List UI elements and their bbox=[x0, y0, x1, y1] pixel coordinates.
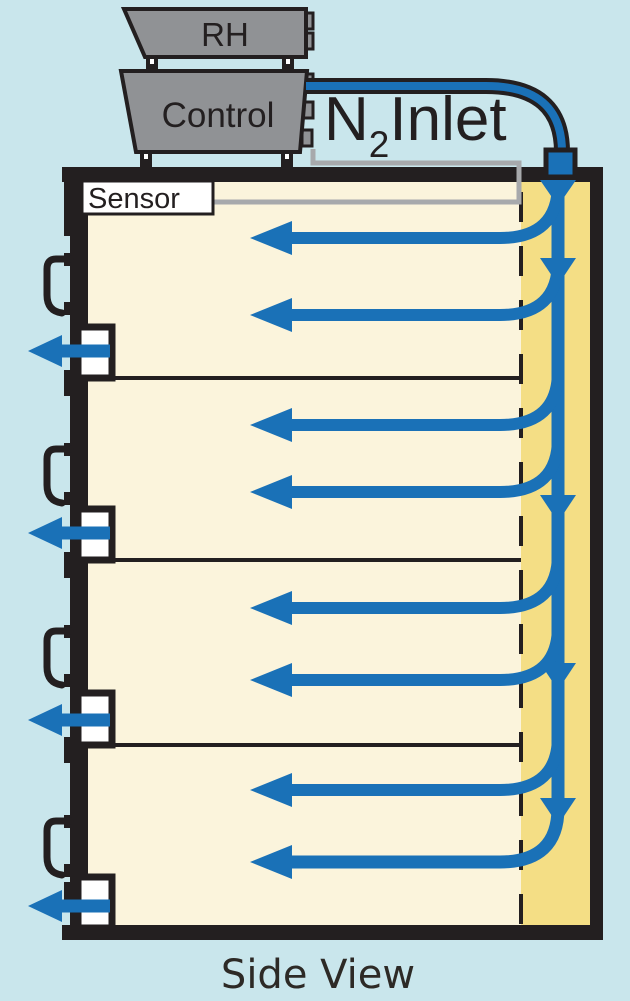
door-handle bbox=[43, 815, 74, 879]
vent-exhaust-arrow bbox=[28, 517, 110, 549]
rh-unit: RH bbox=[120, 7, 315, 71]
control-unit-foot bbox=[281, 152, 293, 168]
n2-supply-tube bbox=[306, 78, 578, 180]
flow-branch bbox=[290, 553, 564, 614]
sensor-label: Sensor bbox=[88, 183, 180, 215]
n2-element-symbol: N bbox=[324, 85, 369, 154]
control-unit: Control bbox=[118, 69, 315, 168]
door-handle bbox=[43, 253, 74, 317]
control-unit-body bbox=[118, 69, 310, 154]
n2-inlet-word: Inlet bbox=[389, 85, 506, 154]
rh-foot-pin bbox=[150, 59, 154, 64]
pipe-arrowhead-down bbox=[540, 495, 576, 522]
cabinet-bottom-wall-extension bbox=[62, 925, 74, 940]
sensor-wire bbox=[213, 149, 522, 205]
n2-inlet-label: N2Inlet bbox=[324, 85, 507, 165]
door-handle bbox=[43, 443, 74, 507]
door-edge-step bbox=[64, 552, 73, 578]
door-edge-step bbox=[64, 370, 73, 396]
cabinet-top-wall-extension bbox=[62, 167, 74, 182]
door-edge-step bbox=[64, 737, 73, 763]
branch-arrowhead bbox=[250, 773, 292, 807]
control-foot-pin bbox=[144, 154, 148, 159]
caption: Side View bbox=[221, 952, 415, 998]
cabinet-interior bbox=[88, 182, 590, 925]
control-unit-foot bbox=[140, 152, 152, 168]
vent-exhaust-arrow bbox=[28, 704, 110, 736]
branch-arrowhead bbox=[250, 591, 292, 625]
rh-unit-body bbox=[120, 7, 308, 59]
door-edge-step bbox=[64, 882, 73, 908]
pipe-arrowhead-down bbox=[540, 180, 576, 206]
flow-branch bbox=[290, 370, 564, 431]
rh-foot-pin bbox=[286, 59, 290, 64]
branch-arrowhead bbox=[250, 298, 292, 332]
door-handle bbox=[43, 625, 74, 689]
pipe-arrowhead-down bbox=[540, 258, 576, 285]
pipe-arrowhead-down bbox=[540, 663, 576, 690]
pipe-arrowhead-down bbox=[540, 798, 576, 825]
flow-branch bbox=[290, 735, 564, 796]
inlet-fitting bbox=[543, 147, 578, 180]
control-foot-pin bbox=[285, 154, 289, 159]
branch-arrowhead bbox=[250, 663, 292, 697]
control-unit-label: Control bbox=[162, 96, 275, 135]
door-handles bbox=[43, 253, 74, 879]
sensor-label-box: Sensor bbox=[80, 179, 215, 216]
vent-exhaust-arrow bbox=[28, 890, 110, 922]
nitrogen-flow bbox=[28, 180, 576, 922]
branch-arrowhead bbox=[250, 221, 292, 255]
branch-arrowhead bbox=[250, 408, 292, 442]
flow-branch bbox=[290, 437, 564, 498]
door-edge-step bbox=[64, 182, 73, 236]
cabinet bbox=[62, 167, 603, 940]
flow-branch bbox=[290, 625, 564, 686]
branch-arrowhead bbox=[250, 475, 292, 509]
rh-unit-label: RH bbox=[201, 16, 249, 53]
n2-subscript: 2 bbox=[369, 124, 390, 165]
tube-core bbox=[306, 82, 566, 153]
branch-arrowhead bbox=[250, 845, 292, 879]
vent-exhaust-arrow bbox=[28, 335, 110, 367]
